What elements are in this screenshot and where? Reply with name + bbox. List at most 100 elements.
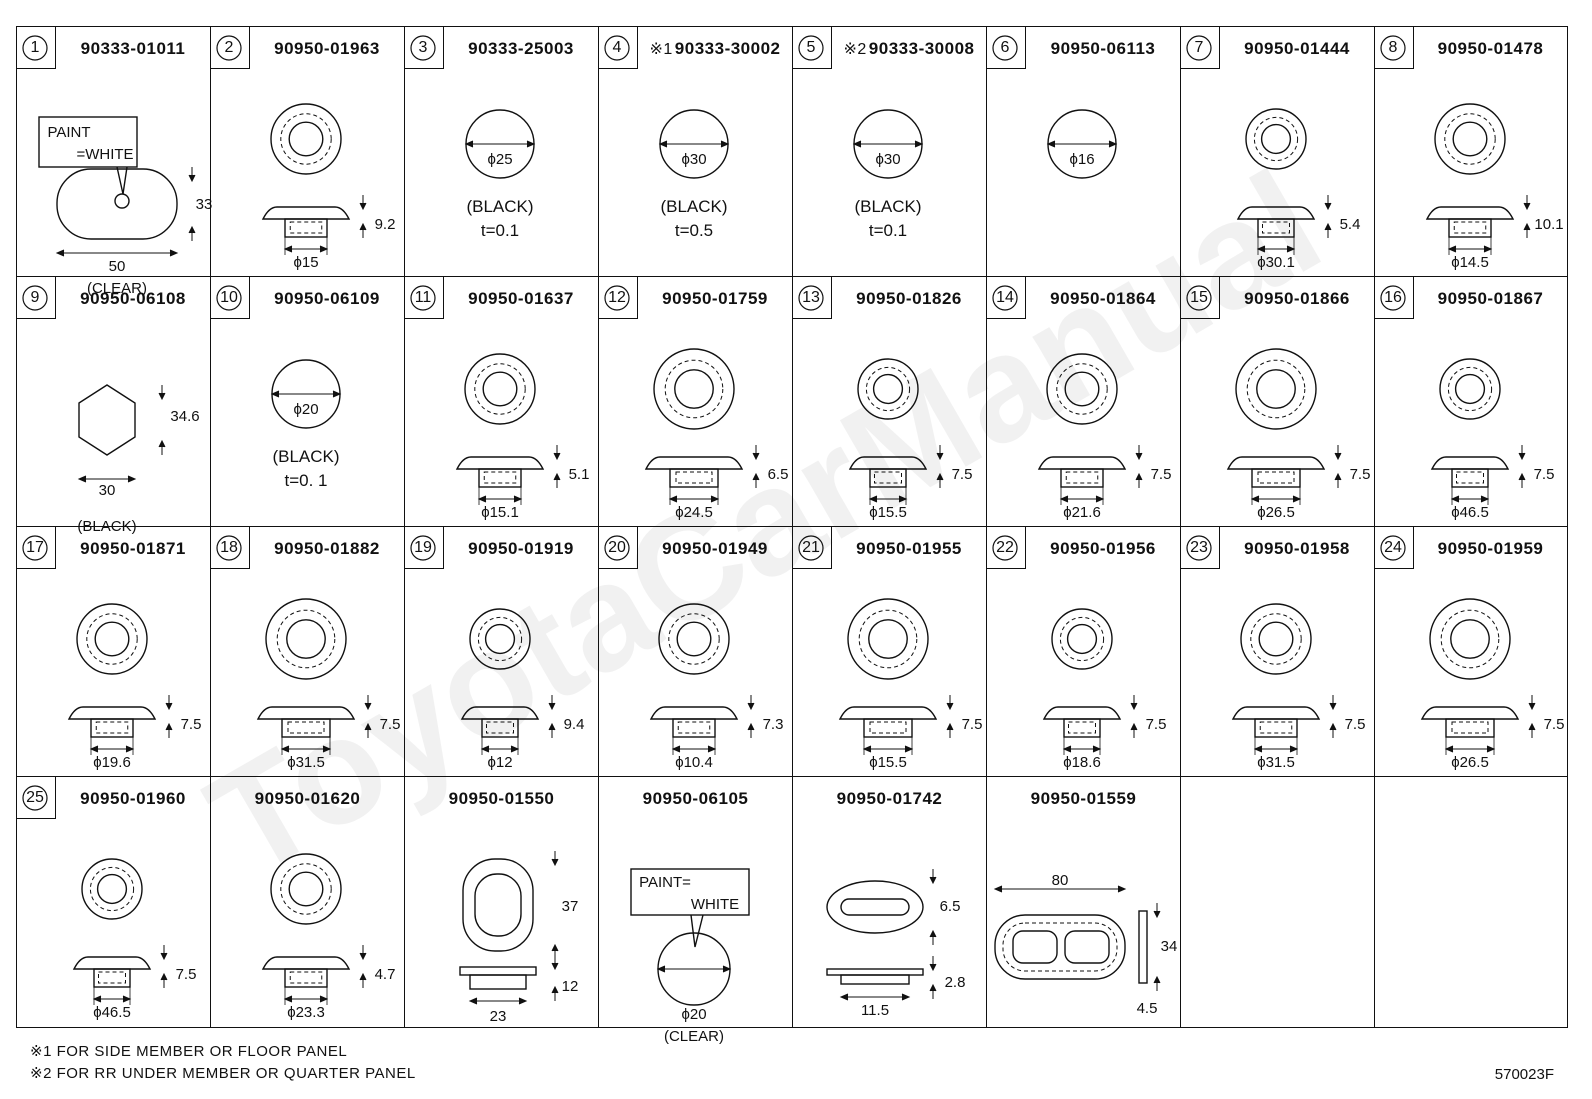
dim-height-label: 7.5 [1146, 716, 1167, 733]
part-drawing: 34.6 30 (BLACK) [77, 384, 200, 535]
item-number-box: 6 [987, 27, 1026, 69]
dim-diameter-label: ϕ10.4 [675, 754, 713, 771]
grommet-top-hole [868, 619, 908, 659]
grommet-side-flange [1236, 206, 1316, 220]
grommet-side-flange [1042, 706, 1122, 720]
item-number: 18 [220, 539, 238, 556]
part-number-text: 90950-01960 [80, 789, 186, 808]
part-number: 90333-25003 [444, 39, 598, 59]
dim-height-label: 9.2 [375, 216, 396, 233]
item-number-circle [1186, 285, 1212, 311]
grommet-top-ring [664, 359, 724, 419]
item-number-box: 9 [17, 277, 56, 319]
item-number-circle [22, 285, 48, 311]
part-number: 90950-01759 [638, 289, 792, 309]
material-label: (CLEAR) [664, 1028, 724, 1045]
dim-width-label: 30 [99, 482, 116, 499]
part-number: 90950-06113 [1026, 39, 1180, 59]
grommet-side-body [863, 718, 913, 738]
dim-diameter-label: ϕ30 [681, 151, 706, 168]
item-number: 10 [220, 289, 238, 306]
part-number: 90950-01867 [1414, 289, 1567, 309]
dim-diameter-label: ϕ20 [681, 1006, 706, 1023]
item-number: 13 [802, 289, 820, 306]
dim-height-label: 7.5 [1350, 466, 1371, 483]
grommet-side-flange [1037, 456, 1127, 470]
dim-height-label: 37 [562, 898, 579, 915]
color-label: (BLACK) [854, 197, 921, 216]
part-drawing: 7.5 ϕ26.5 [1226, 348, 1371, 521]
item-number-circle [216, 35, 242, 61]
dim-height-label: 7.5 [962, 716, 983, 733]
item-number: 7 [1194, 39, 1204, 56]
grommet-side-body [1451, 468, 1489, 488]
dim-diameter-label: ϕ46.5 [1451, 504, 1489, 521]
dim-diameter-label: ϕ30.1 [1257, 254, 1295, 271]
color-label: (BLACK) [77, 518, 136, 535]
dim-height-label: 10.1 [1534, 216, 1563, 233]
dim-height-label: 7.5 [181, 716, 202, 733]
slot-grommet-outline [826, 880, 924, 934]
grommet-top-outline [1235, 348, 1317, 430]
grommet-side-body [284, 218, 328, 238]
grommet-top-outline [1046, 353, 1118, 425]
grommet-side-body [672, 718, 716, 738]
dim-height-label: 34.6 [170, 408, 199, 425]
grommet-top-ring [865, 366, 911, 412]
grommet-top-hole [1260, 123, 1292, 155]
part-number: 90950-06108 [56, 289, 210, 309]
item-number-box: 14 [987, 277, 1026, 319]
part-number: 90950-06105 [599, 789, 792, 809]
grommet-top-outline [847, 598, 929, 680]
oval-grommet-side [459, 966, 537, 976]
dim-diameter-label: ϕ23.3 [287, 1004, 325, 1021]
dim-height-label: 9.4 [564, 716, 585, 733]
item-number-box: 25 [17, 777, 56, 819]
part-number: 90950-01958 [1220, 539, 1374, 559]
grommet-side-body [1063, 718, 1101, 738]
dim-diameter-label: ϕ26.5 [1257, 504, 1295, 521]
dim-diameter-label: ϕ16 [1069, 151, 1094, 168]
item-number-circle [1380, 285, 1406, 311]
grommet-top-outline [265, 598, 347, 680]
paint-dot [114, 193, 130, 209]
part-number-text: 90950-06113 [1050, 39, 1156, 58]
item-number-box: 23 [1181, 527, 1220, 569]
grommet-top-ring [1059, 616, 1105, 662]
part-drawing: ϕ30(BLACK)t=0.1 [852, 109, 924, 240]
part-number-text: 90950-01867 [1437, 289, 1544, 308]
footnote-mark: ※2 [843, 41, 867, 58]
item-number-circle [604, 285, 630, 311]
grommet-top-ring [1253, 116, 1299, 162]
dim-diameter-label: ϕ31.5 [1257, 754, 1295, 771]
grommet-top-outline [1245, 108, 1307, 170]
dim-height-label: 5.1 [569, 466, 590, 483]
item-number-circle [410, 535, 436, 561]
item-number: 4 [612, 39, 622, 56]
part-number-text: 90950-01959 [1437, 539, 1544, 558]
grommet-side-body [93, 968, 131, 988]
dim-width-label: 23 [490, 1008, 507, 1025]
item-number-circle [1186, 535, 1212, 561]
grommet-top-outline [81, 858, 143, 920]
item-number: 2 [224, 39, 234, 56]
item-number: 11 [414, 289, 432, 306]
item-number: 20 [608, 539, 626, 556]
grommet-top-hole [288, 121, 324, 157]
paint-color-label: WHITE [691, 896, 739, 913]
